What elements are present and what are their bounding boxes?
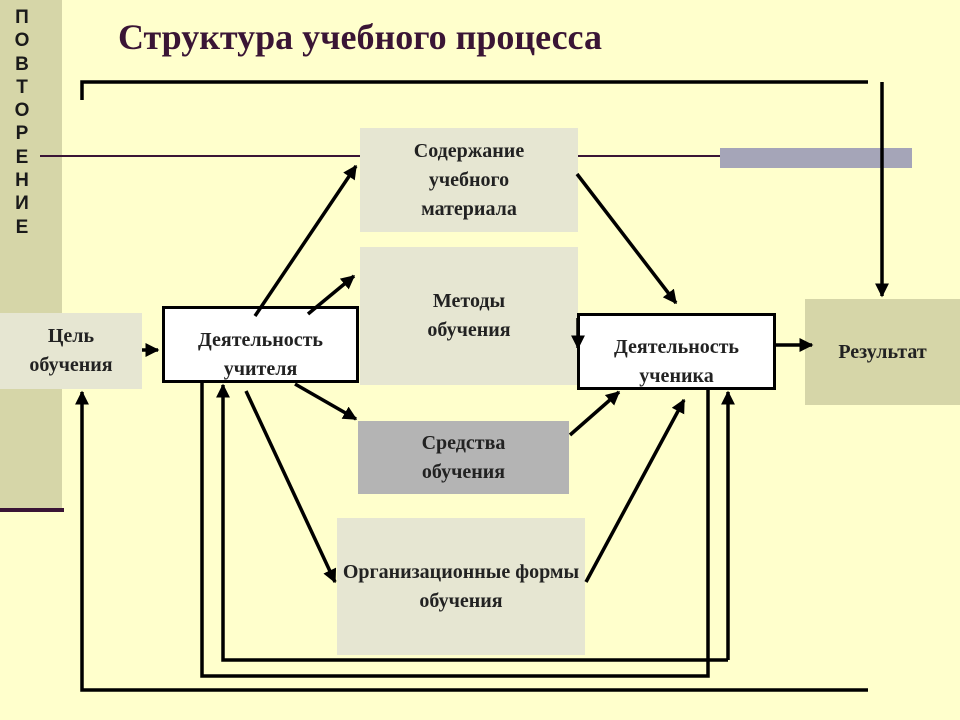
arrow-means-to-student bbox=[568, 390, 621, 437]
node-result-label: Результат bbox=[838, 340, 927, 363]
node-methods: Методы обучения bbox=[360, 247, 578, 385]
sidebar-letter: Р bbox=[15, 123, 29, 145]
arrow-feedback-middle bbox=[200, 383, 710, 678]
sidebar-letter: Е bbox=[15, 216, 29, 238]
arrow-teacher-to-means bbox=[294, 382, 358, 421]
accent-gray-bar bbox=[720, 148, 912, 168]
arrow-feedback-inner bbox=[216, 383, 728, 662]
sidebar-letter: О bbox=[14, 100, 30, 122]
sidebar-letter: Т bbox=[16, 76, 28, 98]
node-means: Средства обучения bbox=[358, 421, 569, 494]
node-forms: Организационные формы обучения bbox=[337, 518, 585, 655]
node-content: Содержание учебного материала bbox=[360, 128, 578, 232]
arrow-teacher-to-content bbox=[253, 164, 358, 317]
node-forms-label: Организационные формы обучения bbox=[342, 560, 580, 612]
accent-line-left bbox=[40, 155, 362, 157]
arrow-teacher-to-methods bbox=[306, 274, 356, 316]
node-student: Деятельность ученика bbox=[577, 313, 776, 390]
arrow-top-loop bbox=[80, 80, 868, 100]
sidebar-letter: Н bbox=[15, 170, 29, 192]
sidebar-bottom-border bbox=[0, 508, 64, 512]
sidebar-letter: Е bbox=[15, 146, 29, 168]
node-goal-label: Цель обучения bbox=[29, 325, 113, 376]
arrow-forms-to-student bbox=[584, 398, 686, 583]
sidebar-letter: В bbox=[15, 53, 29, 75]
page-title: Структура учебного процесса bbox=[118, 17, 602, 57]
sidebar-letter: О bbox=[14, 30, 30, 52]
arrow-teacher-to-forms bbox=[244, 390, 337, 584]
arrow-feedback-outer bbox=[75, 390, 868, 692]
sidebar-panel: П О В Т О Р Е Н И Е bbox=[0, 0, 62, 510]
node-goal: Цель обучения bbox=[0, 313, 142, 389]
sidebar-letter: П bbox=[15, 7, 29, 28]
node-teacher-label: Деятельность учителя bbox=[198, 329, 323, 380]
arrow-content-to-student bbox=[575, 172, 678, 305]
node-content-label: Содержание учебного материала bbox=[413, 139, 525, 220]
node-result: Результат bbox=[805, 299, 960, 405]
node-means-label: Средства обучения bbox=[421, 431, 506, 483]
node-methods-label: Методы обучения bbox=[427, 290, 511, 341]
sidebar-letter: И bbox=[15, 193, 29, 215]
sidebar-vertical-text: П О В Т О Р Е Н И Е bbox=[0, 6, 44, 239]
node-student-label: Деятельность ученика bbox=[614, 336, 739, 387]
